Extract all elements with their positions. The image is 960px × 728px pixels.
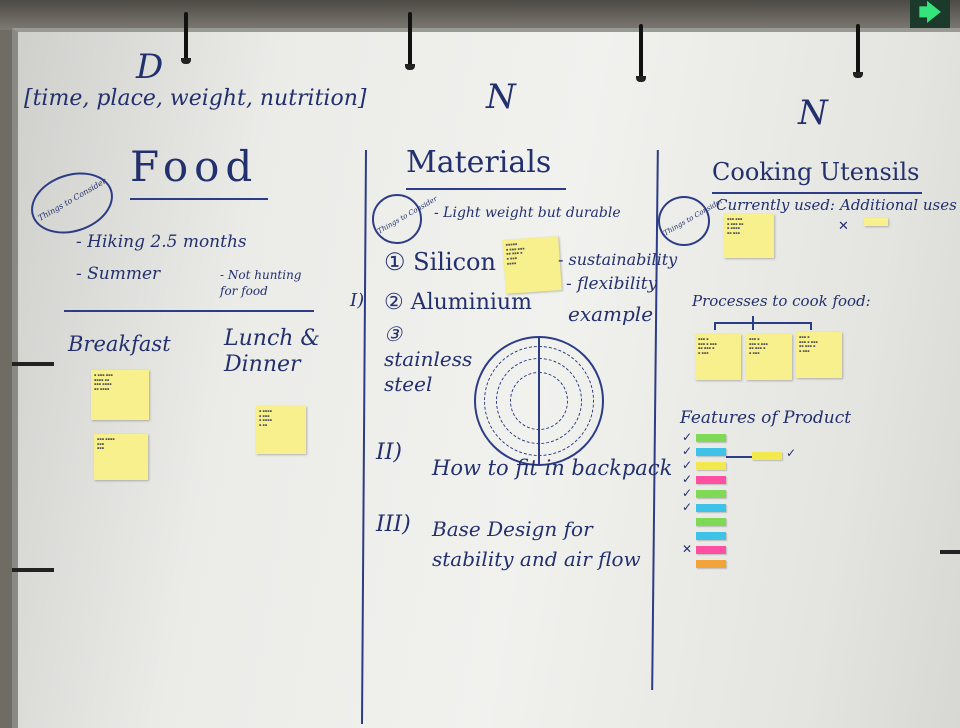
lunch-dinner-label: Lunch & Dinner xyxy=(224,326,321,378)
materials-consideration: - Light weight but durable xyxy=(434,205,621,221)
board-clip xyxy=(181,12,191,64)
silicon-note-flexibility: - flexibility xyxy=(566,274,658,294)
sticky-note: ▪▪▪ ▪▪▪▪ ▪ ▪▪▪▪▪ ▪▪▪ ▪▪ ▪▪▪ xyxy=(695,334,741,380)
utensils-header-letter: N xyxy=(798,93,828,133)
material-silicon: ① Silicon xyxy=(384,248,496,276)
materials-title: Materials xyxy=(406,145,552,180)
plate-sketch-icon xyxy=(474,336,604,466)
x-mark-icon: ✕ xyxy=(682,542,693,556)
example-label: example xyxy=(568,302,654,326)
processes-bracket xyxy=(714,322,716,330)
exit-sign-icon: 🡆 xyxy=(910,0,950,30)
materials-title-underline xyxy=(406,188,566,190)
checkmark-icon: ✓ xyxy=(682,458,693,472)
checkmark-icon: ✓ xyxy=(682,500,693,514)
sticky-note: ▪▪▪ ▪▪▪▪ ▪▪▪ ▪▪▪ ▪▪▪▪▪▪ ▪▪▪ xyxy=(724,214,774,258)
breakfast-label: Breakfast xyxy=(68,332,171,356)
board-clip xyxy=(12,362,54,366)
sticky-note: ▪▪▪ ▪▪▪▪ ▪ ▪▪▪▪▪ ▪▪▪ ▪▪ ▪▪▪ xyxy=(796,332,842,378)
feature-flag xyxy=(696,532,726,540)
board-clip xyxy=(405,12,415,70)
feature-flag xyxy=(696,434,726,442)
section-three-text: Base Design for stability and air flow xyxy=(432,517,641,571)
sticky-note: ▪▪▪ ▪▪▪▪ ▪ ▪▪▪▪▪ ▪▪▪ ▪▪ ▪▪▪ xyxy=(746,334,792,380)
food-title-underline xyxy=(130,198,268,200)
feature-flag xyxy=(696,462,726,470)
feature-flag xyxy=(696,490,726,498)
sticky-note: ▪▪▪ ▪▪▪▪▪▪▪▪▪▪ xyxy=(94,434,148,480)
board-clip xyxy=(12,568,54,572)
feature-connector xyxy=(726,456,752,458)
checkmark-icon: ✓ xyxy=(682,430,693,444)
food-title: Food xyxy=(130,142,259,191)
food-bullet-hunting: - Not hunting for food xyxy=(220,268,302,298)
additional-uses-label: Additional uses xyxy=(840,196,957,214)
section-two-roman: II) xyxy=(376,440,402,465)
currently-used-label: Currently used: xyxy=(716,196,835,214)
utensils-title-underline xyxy=(712,192,922,194)
feature-flag xyxy=(696,448,726,456)
x-mark-icon: ✕ xyxy=(838,219,849,234)
sticky-note: ▪ ▪▪▪ ▪▪▪▪▪▪▪ ▪▪▪▪▪ ▪▪▪▪▪▪ ▪▪▪▪ xyxy=(91,370,149,420)
utensils-consider-bubble xyxy=(658,196,710,246)
section-three-roman: III) xyxy=(376,512,411,537)
processes-label: Processes to cook food: xyxy=(692,292,871,310)
whiteboard: D [time, place, weight, nutrition] Food … xyxy=(12,12,960,728)
processes-bracket xyxy=(810,322,812,330)
food-divider xyxy=(64,310,314,312)
materials-consider-bubble xyxy=(372,194,422,244)
feature-flag xyxy=(752,452,782,460)
column-divider xyxy=(651,150,659,690)
feature-flag xyxy=(696,560,726,568)
checkmark-icon: ✓ xyxy=(682,444,693,458)
processes-bracket xyxy=(714,322,810,324)
sticky-note: ▪ ▪▪▪▪▪ ▪▪▪▪ ▪▪▪▪▪ ▪▪ xyxy=(256,406,306,454)
roman-one: I) xyxy=(350,290,365,311)
food-header-letter: D xyxy=(136,47,164,87)
silicon-note-sustainability: - sustainability xyxy=(558,250,678,269)
checkmark-icon: ✓ xyxy=(682,472,693,486)
sticky-note xyxy=(864,218,888,226)
food-bullet-hiking: - Hiking 2.5 months xyxy=(76,232,247,252)
board-clip xyxy=(853,24,863,78)
checkmark-icon: ✓ xyxy=(786,446,797,460)
section-two-text: How to fit in backpack xyxy=(432,456,673,480)
features-label: Features of Product xyxy=(680,408,852,428)
feature-flag xyxy=(696,504,726,512)
feature-flag xyxy=(696,518,726,526)
food-bullet-summer: - Summer xyxy=(76,264,161,284)
material-stainless: ③ stainless steel xyxy=(384,322,473,396)
utensils-title: Cooking Utensils xyxy=(712,158,920,186)
material-aluminium: ② Aluminium xyxy=(384,290,532,315)
plate-sketch-line xyxy=(538,338,540,464)
materials-header-letter: N xyxy=(486,77,516,117)
board-clip xyxy=(636,24,646,82)
column-divider xyxy=(360,150,368,725)
feature-flag xyxy=(696,476,726,484)
food-criteria: [time, place, weight, nutrition] xyxy=(24,86,367,111)
processes-bracket xyxy=(752,316,754,330)
board-clip xyxy=(940,550,960,554)
feature-flag xyxy=(696,546,726,554)
checkmark-icon: ✓ xyxy=(682,486,693,500)
ceiling xyxy=(0,0,960,30)
sticky-note: ▪▪▪▪▪▪ ▪▪▪ ▪▪▪▪▪ ▪▪▪ ▪▪ ▪▪▪▪▪▪▪ xyxy=(502,236,562,294)
